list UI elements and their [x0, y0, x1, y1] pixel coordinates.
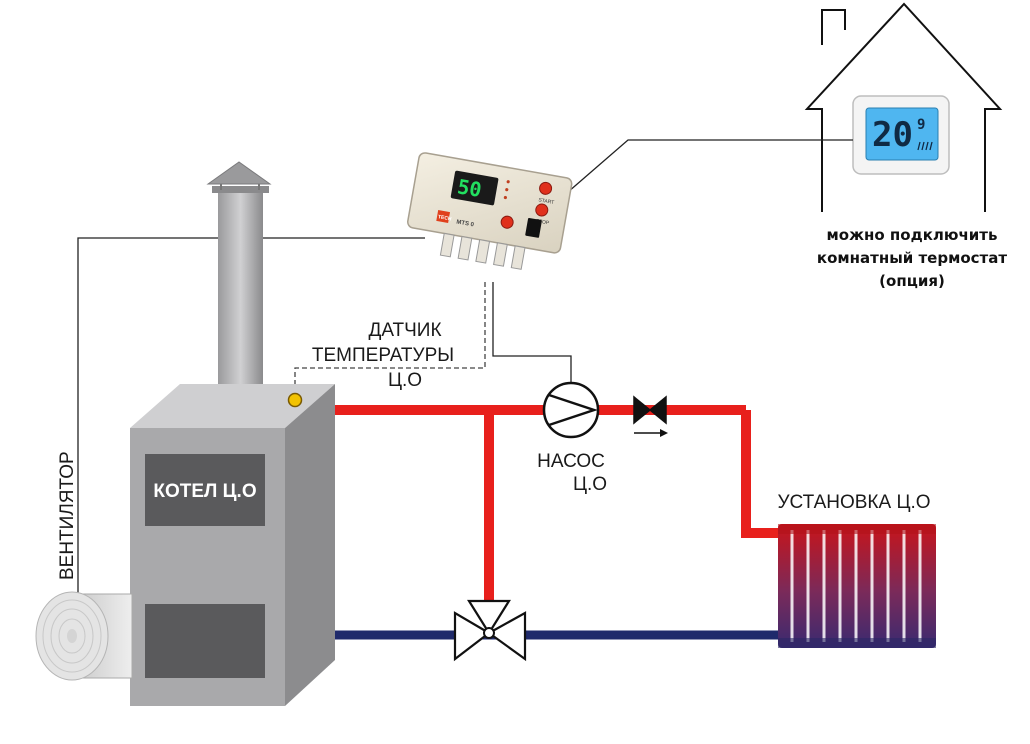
fan-label: ВЕНТИЛЯТОР: [57, 451, 78, 580]
boiler-lower-door: [145, 604, 265, 678]
thermostat-temperature-decimal: 9: [917, 117, 925, 133]
controller-model: MTS 0: [456, 219, 475, 228]
boiler: КОТЕЛ Ц.О: [130, 384, 335, 706]
thermostat-note-line3: (опция): [879, 272, 945, 290]
thermostat-note-line2: комнатный термостат: [817, 249, 1007, 267]
thermostat-note-line1: можно подключить: [827, 226, 998, 244]
stop-label: STOP: [535, 218, 550, 226]
controller-cable-glands: [439, 232, 526, 270]
boiler-upper-door: [145, 454, 265, 526]
check-valve: [633, 395, 668, 437]
controller-display: [450, 170, 499, 206]
three-way-valve: [453, 599, 527, 662]
house-outline: [804, 2, 1003, 212]
radiator: [778, 524, 936, 648]
brand-logo: [436, 210, 451, 223]
controller-display-value: 50: [456, 174, 484, 202]
chimney: [206, 161, 272, 405]
heat-icon: [917, 141, 933, 151]
sensor-wire: [294, 282, 486, 388]
thermostat-temperature: 20: [872, 115, 913, 155]
power-switch-icon: [525, 217, 542, 238]
start-button-icon: [539, 181, 553, 195]
sensor-label-line1: ДАТЧИК: [368, 320, 441, 341]
stop-button-icon: [535, 203, 549, 217]
start-label: START: [538, 197, 555, 206]
sensor-label-line2: ТЕМПЕРАТУРЫ: [312, 345, 454, 366]
control-wires: [77, 139, 853, 596]
fan-blower: [35, 591, 133, 681]
menu-button-icon: [500, 215, 514, 229]
supply-pipes: [335, 405, 782, 604]
temperature-sensor: [287, 392, 303, 408]
room-thermostat: 20 9: [852, 95, 950, 175]
radiator-label: УСТАНОВКА Ц.О: [777, 492, 930, 513]
circulation-pump: [542, 381, 600, 439]
svg-text:TECH: TECH: [437, 214, 452, 222]
sensor-label-line3: Ц.О: [388, 370, 422, 391]
pump-label-line1: НАСОС: [537, 451, 605, 472]
thermostat-screen: [865, 107, 939, 161]
boiler-label: КОТЕЛ Ц.О: [153, 481, 256, 502]
boiler-controller: 50 START STOP TECH MTS 0: [407, 152, 573, 270]
pump-label-line2: Ц.О: [573, 474, 607, 495]
